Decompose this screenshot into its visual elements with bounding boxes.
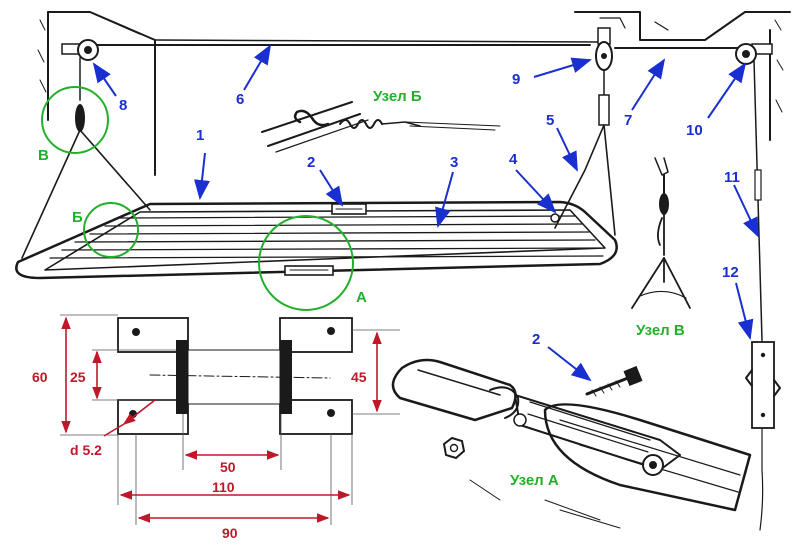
part-number-11: 11 <box>724 169 740 186</box>
part-number-9: 9 <box>512 71 520 88</box>
cord-11 <box>753 59 764 531</box>
bolt-2 <box>585 365 643 397</box>
frame-connector-a <box>284 265 334 276</box>
part-number-labels: 1 2 3 4 5 6 7 8 9 10 11 12 2 <box>119 71 740 348</box>
node-a-title: Узел А <box>510 472 559 489</box>
part-number-4: 4 <box>509 151 518 168</box>
dimension-lines <box>61 316 382 523</box>
frame-connector-2 <box>331 203 367 215</box>
dim-width-50: 50 <box>220 459 236 475</box>
part-number-3: 3 <box>450 154 458 171</box>
node-b-title: Узел Б <box>373 88 422 105</box>
marker-circle-v <box>41 86 109 154</box>
nut <box>442 436 466 460</box>
part-number-6: 6 <box>236 91 244 108</box>
eye-4 <box>550 213 560 223</box>
pulley-8 <box>61 39 99 61</box>
marker-letter-v: В <box>38 147 49 164</box>
part-number-5: 5 <box>546 112 554 129</box>
dim-height-25: 25 <box>70 369 86 385</box>
node-labels: Узел Б Узел В Узел А В Б А <box>38 88 685 489</box>
part-number-1: 1 <box>196 127 204 144</box>
dim-width-110: 110 <box>212 479 235 495</box>
dim-hole-diameter: d 5.2 <box>70 442 102 458</box>
part-number-2: 2 <box>307 154 315 171</box>
node-v-title: Узел В <box>636 322 685 339</box>
drying-rods-3 <box>49 215 604 259</box>
part-number-10: 10 <box>686 122 703 139</box>
bracket-plate-drawing <box>117 317 353 435</box>
node-a-inset <box>391 358 752 529</box>
dimension-labels: 60 25 45 d 5.2 50 110 90 <box>32 369 367 541</box>
node-v-inset <box>631 157 691 309</box>
dim-height-45: 45 <box>351 369 367 385</box>
marker-circle-a <box>258 215 354 311</box>
cleat-12 <box>745 341 781 429</box>
dim-height-60: 60 <box>32 369 48 385</box>
marker-letter-a: А <box>356 289 367 306</box>
dim-width-90: 90 <box>222 525 238 541</box>
part-number-8: 8 <box>119 97 127 114</box>
marker-circle-b <box>83 202 139 258</box>
pointer-arrows <box>92 44 759 382</box>
marker-letter-b: Б <box>72 209 83 226</box>
node-b-inset <box>261 101 501 153</box>
drying-frame-1 <box>15 200 618 280</box>
pulley-9 <box>595 27 613 71</box>
left-hanger <box>21 57 151 259</box>
part-number-2-detail: 2 <box>532 331 540 348</box>
extension-lines <box>60 314 400 525</box>
part-number-7: 7 <box>624 112 632 129</box>
right-hanger <box>554 69 616 236</box>
node-markers <box>41 86 354 311</box>
part-number-12: 12 <box>722 264 739 281</box>
